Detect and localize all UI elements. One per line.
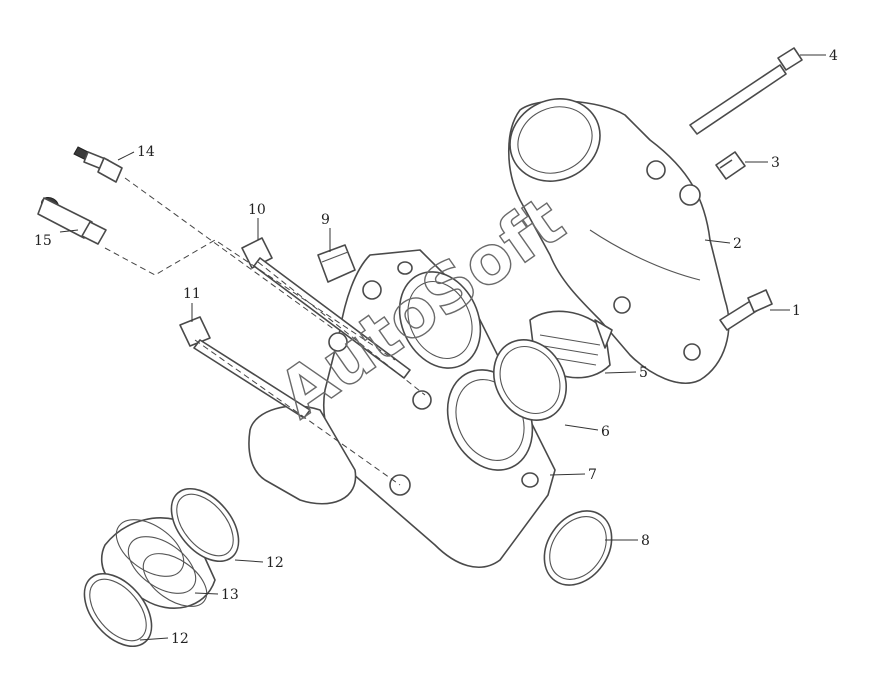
leader-lines bbox=[59, 54, 826, 641]
assembly-guide-lines bbox=[104, 177, 426, 486]
callout-11: 11 bbox=[183, 286, 201, 302]
callout-6: 6 bbox=[601, 424, 610, 440]
callout-5: 5 bbox=[639, 365, 648, 381]
callout-8: 8 bbox=[641, 533, 650, 549]
short-bolt bbox=[719, 289, 773, 331]
outlet-elbow-pipe bbox=[507, 98, 730, 384]
callout-4: 4 bbox=[829, 48, 838, 64]
callout-2: 2 bbox=[733, 236, 742, 252]
gasket bbox=[493, 339, 567, 421]
callout-12-upper: 12 bbox=[266, 555, 284, 571]
o-ring-upper bbox=[170, 487, 240, 563]
callout-3: 3 bbox=[771, 155, 780, 171]
o-ring-large bbox=[543, 510, 613, 586]
callout-10: 10 bbox=[248, 202, 266, 218]
o-ring-lower bbox=[83, 572, 153, 648]
temperature-sensor bbox=[73, 146, 123, 183]
plug bbox=[715, 151, 746, 180]
callout-7: 7 bbox=[588, 467, 597, 483]
long-bolt bbox=[689, 47, 803, 135]
callout-12-lower: 12 bbox=[171, 631, 189, 647]
callout-9: 9 bbox=[321, 212, 330, 228]
housing-bolt-long bbox=[241, 237, 411, 379]
callout-15: 15 bbox=[34, 233, 52, 249]
housing-inlet-boss bbox=[248, 405, 357, 505]
callout-1: 1 bbox=[792, 303, 801, 319]
hex-plug bbox=[317, 244, 356, 283]
callout-14: 14 bbox=[137, 144, 155, 160]
callout-13: 13 bbox=[221, 587, 239, 603]
sensor-adapter bbox=[37, 196, 107, 245]
